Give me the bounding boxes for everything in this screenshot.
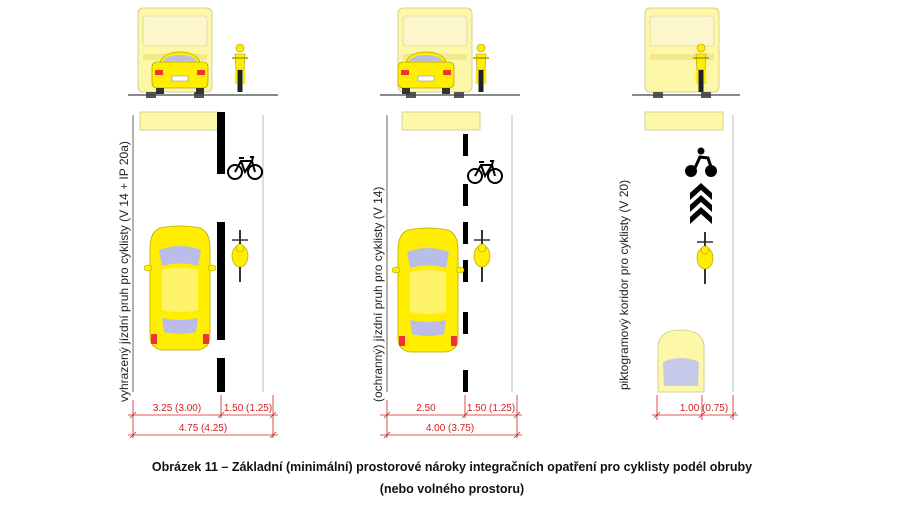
dim-left-1: 3.25 (3.00): [153, 403, 201, 414]
rear-view-3: [632, 7, 740, 99]
bicycle-icon: [467, 160, 503, 184]
dim-right-2: 1.50 (1.25): [467, 403, 515, 414]
bicycle-icon: [227, 156, 263, 180]
panel-2: (ochranný) jízdní pruh pro cyklisty (V 1…: [371, 7, 522, 439]
caption-line-1: Obrázek 11 – Základní (minimální) prosto…: [151, 460, 753, 474]
plan-view-3: piktogramový koridor pro cyklisty (V 20): [617, 111, 734, 393]
car-top-partial-icon: [657, 329, 705, 393]
cyclist-top-icon: [231, 229, 249, 283]
cyclist-rear-icon: [471, 42, 491, 94]
bus-top-view: [644, 111, 724, 131]
dimensions-2: [380, 395, 522, 439]
dim-total-1: 4.75 (4.25): [179, 423, 227, 434]
cyclist-top-icon: [473, 229, 491, 283]
solid-lane-marking: [217, 112, 225, 174]
dimensions-3: [652, 395, 738, 420]
car-top-icon: [391, 227, 465, 353]
plan-view-1: vyhrazený jízdní pruh pro cyklisty (V 14…: [117, 111, 264, 402]
caption-line-2: (nebo volného prostoru): [379, 482, 525, 496]
rear-view-1: [128, 7, 278, 99]
bus-icon: [644, 7, 720, 99]
dim-right-3: 1.00 (0.75): [680, 403, 728, 414]
panel-1: vyhrazený jízdní pruh pro cyklisty (V 14…: [117, 7, 278, 439]
dashed-lane-marking: [463, 134, 468, 392]
pictogram-cyclist-chevrons-icon: [685, 147, 717, 224]
vertical-label-2: (ochranný) jízdní pruh pro cyklisty (V 1…: [371, 187, 385, 402]
plan-view-2: (ochranný) jízdní pruh pro cyklisty (V 1…: [371, 111, 513, 402]
cyclist-rear-icon: [230, 42, 250, 94]
solid-lane-marking: [217, 222, 225, 340]
car-top-icon: [143, 225, 217, 351]
dimensions-1: [128, 395, 278, 439]
vertical-label-1: vyhrazený jízdní pruh pro cyklisty (V 14…: [117, 141, 131, 402]
dim-total-2: 4.00 (3.75): [426, 423, 474, 434]
dim-left-2: 2.50: [416, 403, 436, 414]
bus-top-view: [139, 111, 219, 131]
dim-right-1: 1.50 (1.25): [224, 403, 272, 414]
bus-top-view: [401, 111, 481, 131]
vertical-label-3: piktogramový koridor pro cyklisty (V 20): [617, 180, 631, 390]
cyclist-top-icon: [696, 231, 714, 285]
rear-view-2: [380, 7, 520, 99]
panel-3: piktogramový koridor pro cyklisty (V 20)…: [617, 7, 740, 420]
solid-lane-marking: [217, 358, 225, 392]
